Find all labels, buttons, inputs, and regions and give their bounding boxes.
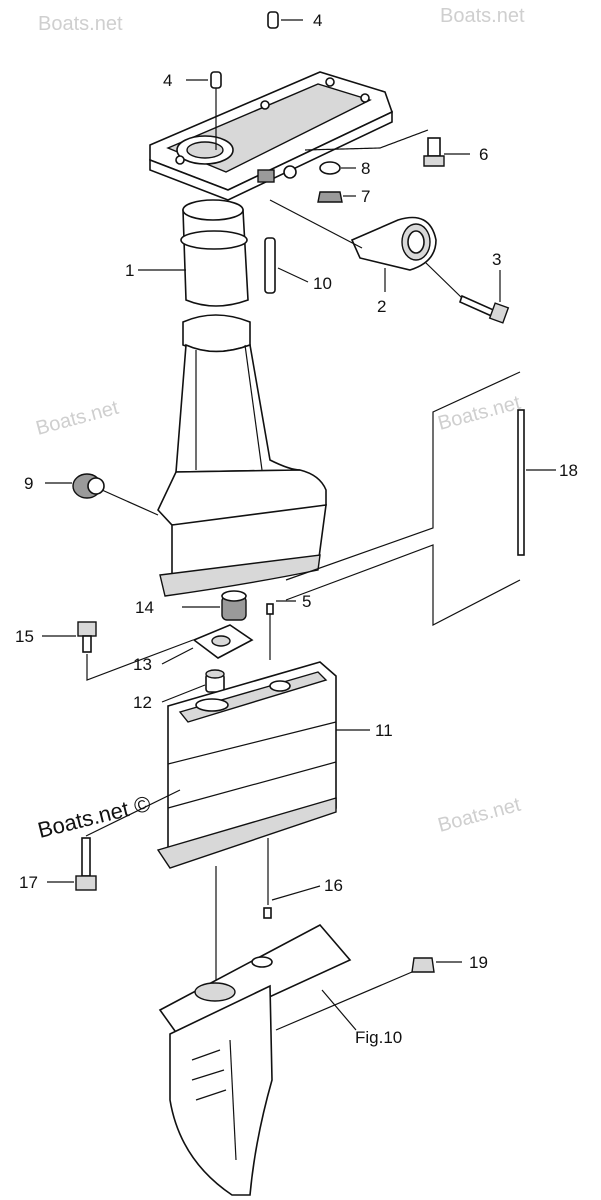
pin-10 — [264, 237, 276, 294]
callout-16: 16 — [324, 876, 343, 895]
watermark-top-left: Boats.net — [38, 13, 123, 35]
bolt-6 — [423, 137, 445, 167]
callout-5: 5 — [302, 592, 311, 611]
watermark-mid-right: Boats.net — [436, 392, 524, 435]
callout-3: 3 — [492, 250, 501, 269]
driveshaft-housing — [157, 199, 327, 597]
watermark-mid-left: Boats.net — [34, 397, 122, 440]
lower-casing-11 — [156, 661, 337, 869]
callout-7: 7 — [361, 187, 370, 206]
callout-9: 9 — [24, 474, 33, 493]
bolt-3 — [459, 294, 510, 324]
pin-16 — [263, 907, 272, 919]
rubber-mount-14 — [221, 590, 247, 621]
dowel-pin — [210, 71, 222, 89]
collar-12 — [205, 669, 225, 693]
nut-19 — [411, 957, 435, 973]
bolt-15 — [77, 621, 97, 653]
callout-4-top: 4 — [313, 11, 322, 30]
callout-6: 6 — [479, 145, 488, 164]
callout-10: 10 — [313, 274, 332, 293]
callout-15: 15 — [15, 627, 34, 646]
figure-reference: Fig.10 — [355, 1028, 402, 1047]
callout-13: 13 — [133, 655, 152, 674]
callout-4: 4 — [163, 71, 172, 90]
bolt-17 — [75, 837, 97, 891]
callout-1: 1 — [125, 261, 134, 280]
pin-5 — [266, 603, 274, 615]
washer-8 — [319, 161, 341, 175]
callout-12: 12 — [133, 693, 152, 712]
grommet-9 — [72, 473, 105, 499]
callout-18: 18 — [559, 461, 578, 480]
nut-7 — [317, 191, 343, 203]
callout-2: 2 — [377, 297, 386, 316]
dowel-pin-top — [267, 11, 279, 29]
callout-14: 14 — [135, 598, 154, 617]
stud-18 — [517, 409, 525, 556]
watermark-top-right: Boats.net — [440, 5, 525, 27]
callout-19: 19 — [469, 953, 488, 972]
plate-13 — [192, 624, 254, 659]
callout-11: 11 — [375, 721, 393, 740]
callout-17: 17 — [19, 873, 38, 892]
callout-8: 8 — [361, 159, 370, 178]
gear-case — [158, 923, 352, 1196]
watermark-main: Boats.net © — [35, 791, 153, 843]
watermark-lower-right: Boats.net — [436, 794, 524, 837]
top-mount-plate — [149, 71, 393, 201]
clamp-bracket-2 — [350, 216, 437, 271]
